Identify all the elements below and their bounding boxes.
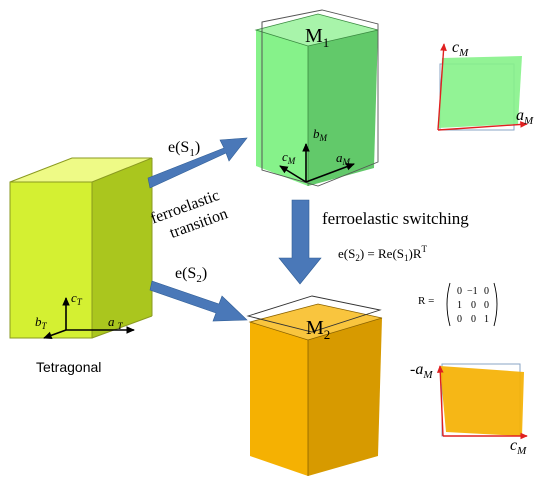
m2-front-face xyxy=(250,322,308,476)
m1-side-face xyxy=(308,30,378,186)
e-s1-label: e(S1) xyxy=(168,139,200,159)
m2-label: M2 xyxy=(306,317,330,342)
matrix-cell: 0 xyxy=(457,314,462,325)
switching-equation: e(S2) = Re(S1)RT xyxy=(338,244,428,263)
matrix-cell: 0 xyxy=(471,314,476,325)
matrix-name: R = xyxy=(418,295,434,307)
matrix-cell: 0 xyxy=(471,300,476,311)
m1-front-face xyxy=(256,30,308,186)
tetragonal-c-label: cT xyxy=(71,290,83,307)
m2-top-face xyxy=(250,304,382,340)
rotation-matrix: R = 0 −1 0 1 0 0 0 0 1 xyxy=(418,282,498,327)
m1-b-label: bM xyxy=(313,126,328,143)
matrix-cell: −1 xyxy=(467,286,478,297)
m1-block: bM cM aM xyxy=(254,9,379,187)
m1-c-label: cM xyxy=(282,149,296,166)
arrow-to-m2 xyxy=(149,280,248,322)
tetragonal-label: Tetragonal xyxy=(36,359,101,375)
m1-c-axis xyxy=(279,165,307,183)
arrow-switching xyxy=(278,199,322,285)
arrow-to-m1 xyxy=(147,137,248,189)
m2-side-face xyxy=(308,318,382,476)
m2-inset-c-label: cM xyxy=(510,437,527,457)
matrix-cell: 1 xyxy=(457,300,462,311)
m2-inset-a-axis xyxy=(436,365,444,437)
matrix-cell: 1 xyxy=(484,314,489,325)
switching-label: ferroelastic switching xyxy=(322,209,469,228)
matrix-cell: 0 xyxy=(484,300,489,311)
m2-inset: -aM cM xyxy=(410,361,528,457)
m1-a-axis xyxy=(305,163,355,183)
tetragonal-side-face xyxy=(92,158,152,338)
matrix-cell: 0 xyxy=(484,286,489,297)
m2-inset-a-label: -aM xyxy=(410,361,433,381)
tetragonal-top-face xyxy=(10,158,152,182)
m1-a-label: aM xyxy=(336,150,351,167)
m1-label: M1 xyxy=(305,25,329,50)
m1-inset-a-label: aM xyxy=(516,107,534,127)
tetragonal-b-axis xyxy=(43,329,67,339)
m2-inset-cell xyxy=(440,366,524,436)
m1-inset: cM aM xyxy=(437,39,534,131)
e-s2-label: e(S2) xyxy=(175,265,207,285)
matrix-cell: 0 xyxy=(457,286,462,297)
m1-inset-c-label: cM xyxy=(452,39,469,59)
tetragonal-front-face xyxy=(10,182,92,338)
m2-block xyxy=(246,295,383,476)
m1-inset-cell xyxy=(438,56,522,128)
m1-inset-a-axis xyxy=(437,121,528,131)
m1-inset-c-axis xyxy=(437,43,447,131)
tetragonal-b-label: bT xyxy=(35,314,48,331)
